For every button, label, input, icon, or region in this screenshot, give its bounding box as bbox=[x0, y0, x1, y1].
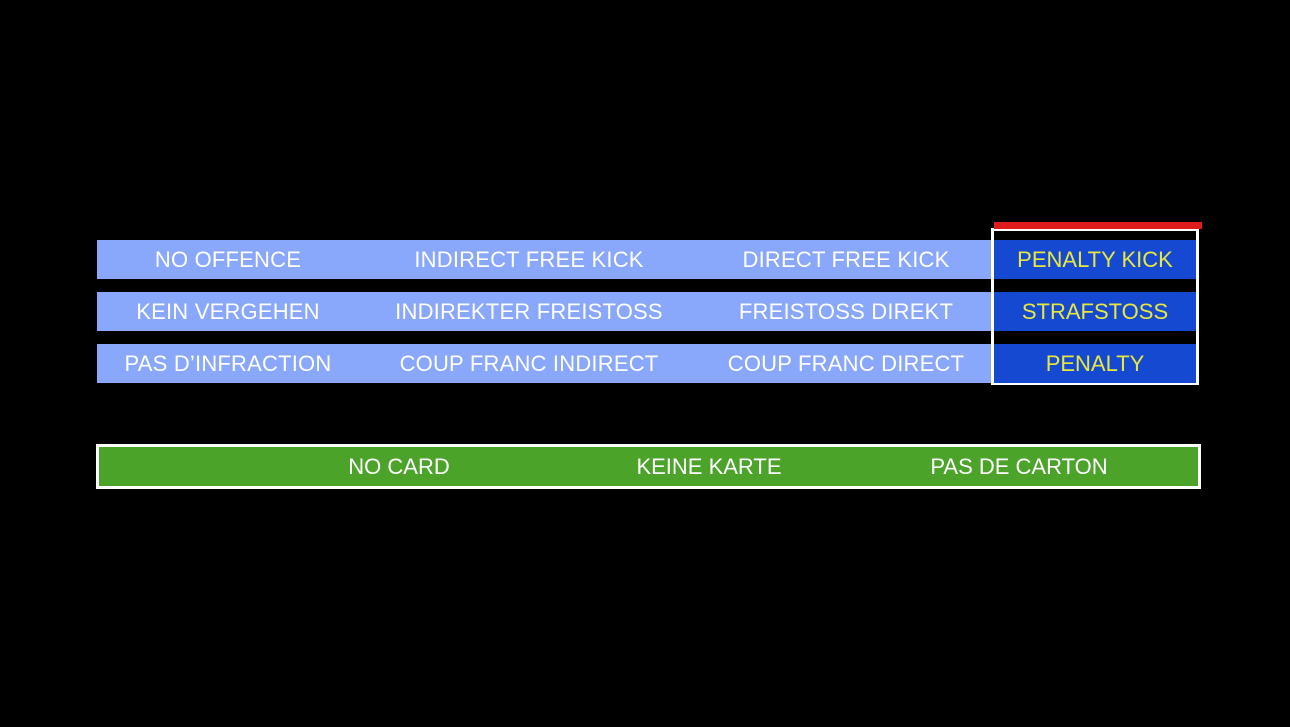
decision-cell-pas-d-infraction[interactable]: PAS D’INFRACTION bbox=[124, 351, 332, 376]
decision-row: PAS D’INFRACTION COUP FRANC INDIRECT COU… bbox=[97, 344, 993, 383]
card-bar[interactable]: NO CARD KEINE KARTE PAS DE CARTON bbox=[96, 444, 1201, 489]
card-cell-pas-de-carton[interactable]: PAS DE CARTON bbox=[930, 454, 1108, 479]
decision-table: NO OFFENCE INDIRECT FREE KICK DIRECT FRE… bbox=[97, 222, 1202, 385]
penalty-cell-strafstoss[interactable]: STRAFSTOSS bbox=[994, 292, 1196, 331]
card-cell-keine-karte[interactable]: KEINE KARTE bbox=[636, 454, 782, 479]
decision-cell-indirect-free-kick[interactable]: INDIRECT FREE KICK bbox=[414, 247, 644, 272]
decision-row: NO OFFENCE INDIRECT FREE KICK DIRECT FRE… bbox=[97, 240, 993, 279]
decision-cell-freistoss-direkt[interactable]: FREISTOSS DIREKT bbox=[738, 299, 954, 324]
decision-cell-coup-franc-indirect[interactable]: COUP FRANC INDIRECT bbox=[399, 351, 659, 376]
decision-cell-direct-free-kick[interactable]: DIRECT FREE KICK bbox=[742, 247, 950, 272]
decision-cell-coup-franc-direct[interactable]: COUP FRANC DIRECT bbox=[727, 351, 965, 376]
card-cell-no-card[interactable]: NO CARD bbox=[348, 454, 450, 479]
decision-row: KEIN VERGEHEN INDIREKTER FREISTOSS FREIS… bbox=[97, 292, 993, 331]
penalty-highlight-box[interactable]: PENALTY KICK STRAFSTOSS PENALTY bbox=[991, 222, 1202, 385]
penalty-cell-penalty[interactable]: PENALTY bbox=[994, 344, 1196, 383]
decision-cell-no-offence[interactable]: NO OFFENCE bbox=[154, 247, 302, 272]
penalty-accent-bar bbox=[994, 222, 1202, 229]
decision-cell-indirekter-freistoss[interactable]: INDIREKTER FREISTOSS bbox=[395, 299, 663, 324]
decision-cell-kein-vergehen[interactable]: KEIN VERGEHEN bbox=[136, 299, 320, 324]
penalty-cell-penalty-kick[interactable]: PENALTY KICK bbox=[994, 240, 1196, 279]
